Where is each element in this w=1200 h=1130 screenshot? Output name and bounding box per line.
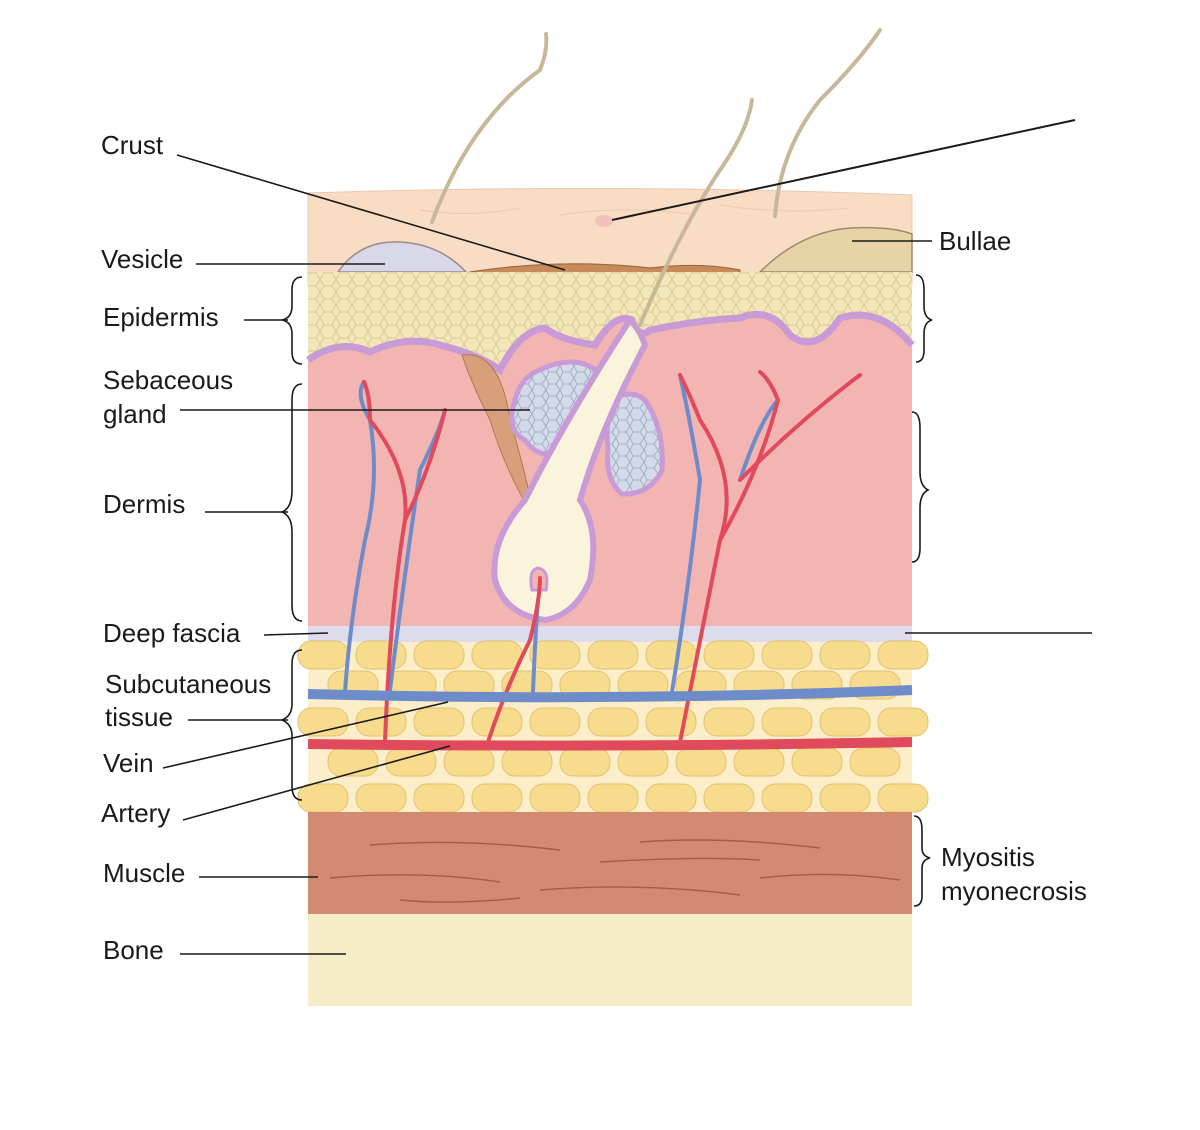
skin-surface-layer	[307, 187, 913, 286]
fat-lobule	[819, 640, 871, 670]
fat-lobule	[877, 783, 929, 813]
label-sebaceous-line1: Sebaceous	[103, 365, 233, 395]
fat-lobule	[819, 707, 871, 737]
puncture-wound	[595, 215, 613, 227]
label-epidermis: Epidermis	[103, 302, 219, 332]
bone-layer	[308, 914, 912, 1006]
fat-lobule	[877, 640, 929, 670]
label-crust: Crust	[101, 130, 164, 160]
fat-lobule	[587, 707, 639, 737]
dermal-artery-loops	[362, 370, 862, 744]
dermis-brace-right	[911, 411, 930, 563]
fat-lobule	[529, 707, 581, 737]
fat-lobule	[733, 747, 785, 777]
fat-lobule	[645, 640, 697, 670]
fat-lobule	[355, 640, 407, 670]
fat-lobule	[529, 640, 581, 670]
fat-lobule	[761, 640, 813, 670]
fat-lobule	[849, 747, 901, 777]
label-myositis-line1: Myositis	[941, 842, 1035, 872]
label-vesicle: Vesicle	[101, 244, 183, 274]
label-deep-fascia: Deep fascia	[103, 618, 241, 648]
fat-lobule	[529, 783, 581, 813]
dermis-brace-left	[279, 383, 303, 622]
fat-lobule	[413, 783, 465, 813]
fat-lobule	[471, 783, 523, 813]
fat-lobule	[587, 640, 639, 670]
main-vein	[307, 685, 913, 703]
fat-lobule	[471, 707, 523, 737]
fat-lobule	[443, 747, 495, 777]
fat-lobule	[703, 783, 755, 813]
muscle-layer	[308, 812, 912, 914]
label-myositis-line2: myonecrosis	[941, 876, 1087, 906]
fat-lobule	[617, 747, 669, 777]
fat-lobule	[413, 707, 465, 737]
fat-lobule	[877, 707, 929, 737]
fat-lobule	[761, 783, 813, 813]
fat-lobule	[327, 747, 379, 777]
fat-lobule	[791, 747, 843, 777]
fat-lobule	[355, 783, 407, 813]
fat-lobule	[587, 783, 639, 813]
hair-follicle	[491, 315, 649, 624]
fat-lobule	[297, 783, 349, 813]
fat-lobule	[703, 707, 755, 737]
basement-membrane	[306, 311, 915, 376]
sebaceous-gland-right	[604, 391, 665, 497]
epidermis-brace-right	[915, 274, 933, 363]
muscle-brace-right	[913, 815, 931, 907]
label-artery: Artery	[101, 798, 170, 828]
fat-lobule	[675, 747, 727, 777]
splinter-object	[611, 119, 1076, 221]
fat-lobule	[559, 747, 611, 777]
fat-lobule	[645, 783, 697, 813]
fat-lobule	[761, 707, 813, 737]
label-sebaceous-line2: gland	[103, 399, 167, 429]
deep-fascia-layer	[308, 626, 912, 642]
fat-lobule	[297, 640, 349, 670]
fat-lobule	[413, 640, 465, 670]
label-subcutaneous-line2: tissue	[105, 702, 173, 732]
fat-lobule	[297, 707, 349, 737]
label-vein: Vein	[103, 748, 154, 778]
label-muscle: Muscle	[103, 858, 185, 888]
label-bullae: Bullae	[939, 226, 1011, 256]
leader-lines	[162, 154, 1092, 955]
hair-shafts	[430, 28, 882, 327]
fat-lobule	[703, 640, 755, 670]
bullae-blister	[758, 226, 913, 273]
fat-lobule	[645, 707, 697, 737]
fat-lobule	[501, 747, 553, 777]
label-bone: Bone	[103, 935, 164, 965]
label-subcutaneous-line1: Subcutaneous	[105, 669, 271, 699]
label-dermis: Dermis	[103, 489, 185, 519]
fat-lobule	[819, 783, 871, 813]
fat-lobule	[471, 640, 523, 670]
main-artery	[307, 737, 913, 751]
